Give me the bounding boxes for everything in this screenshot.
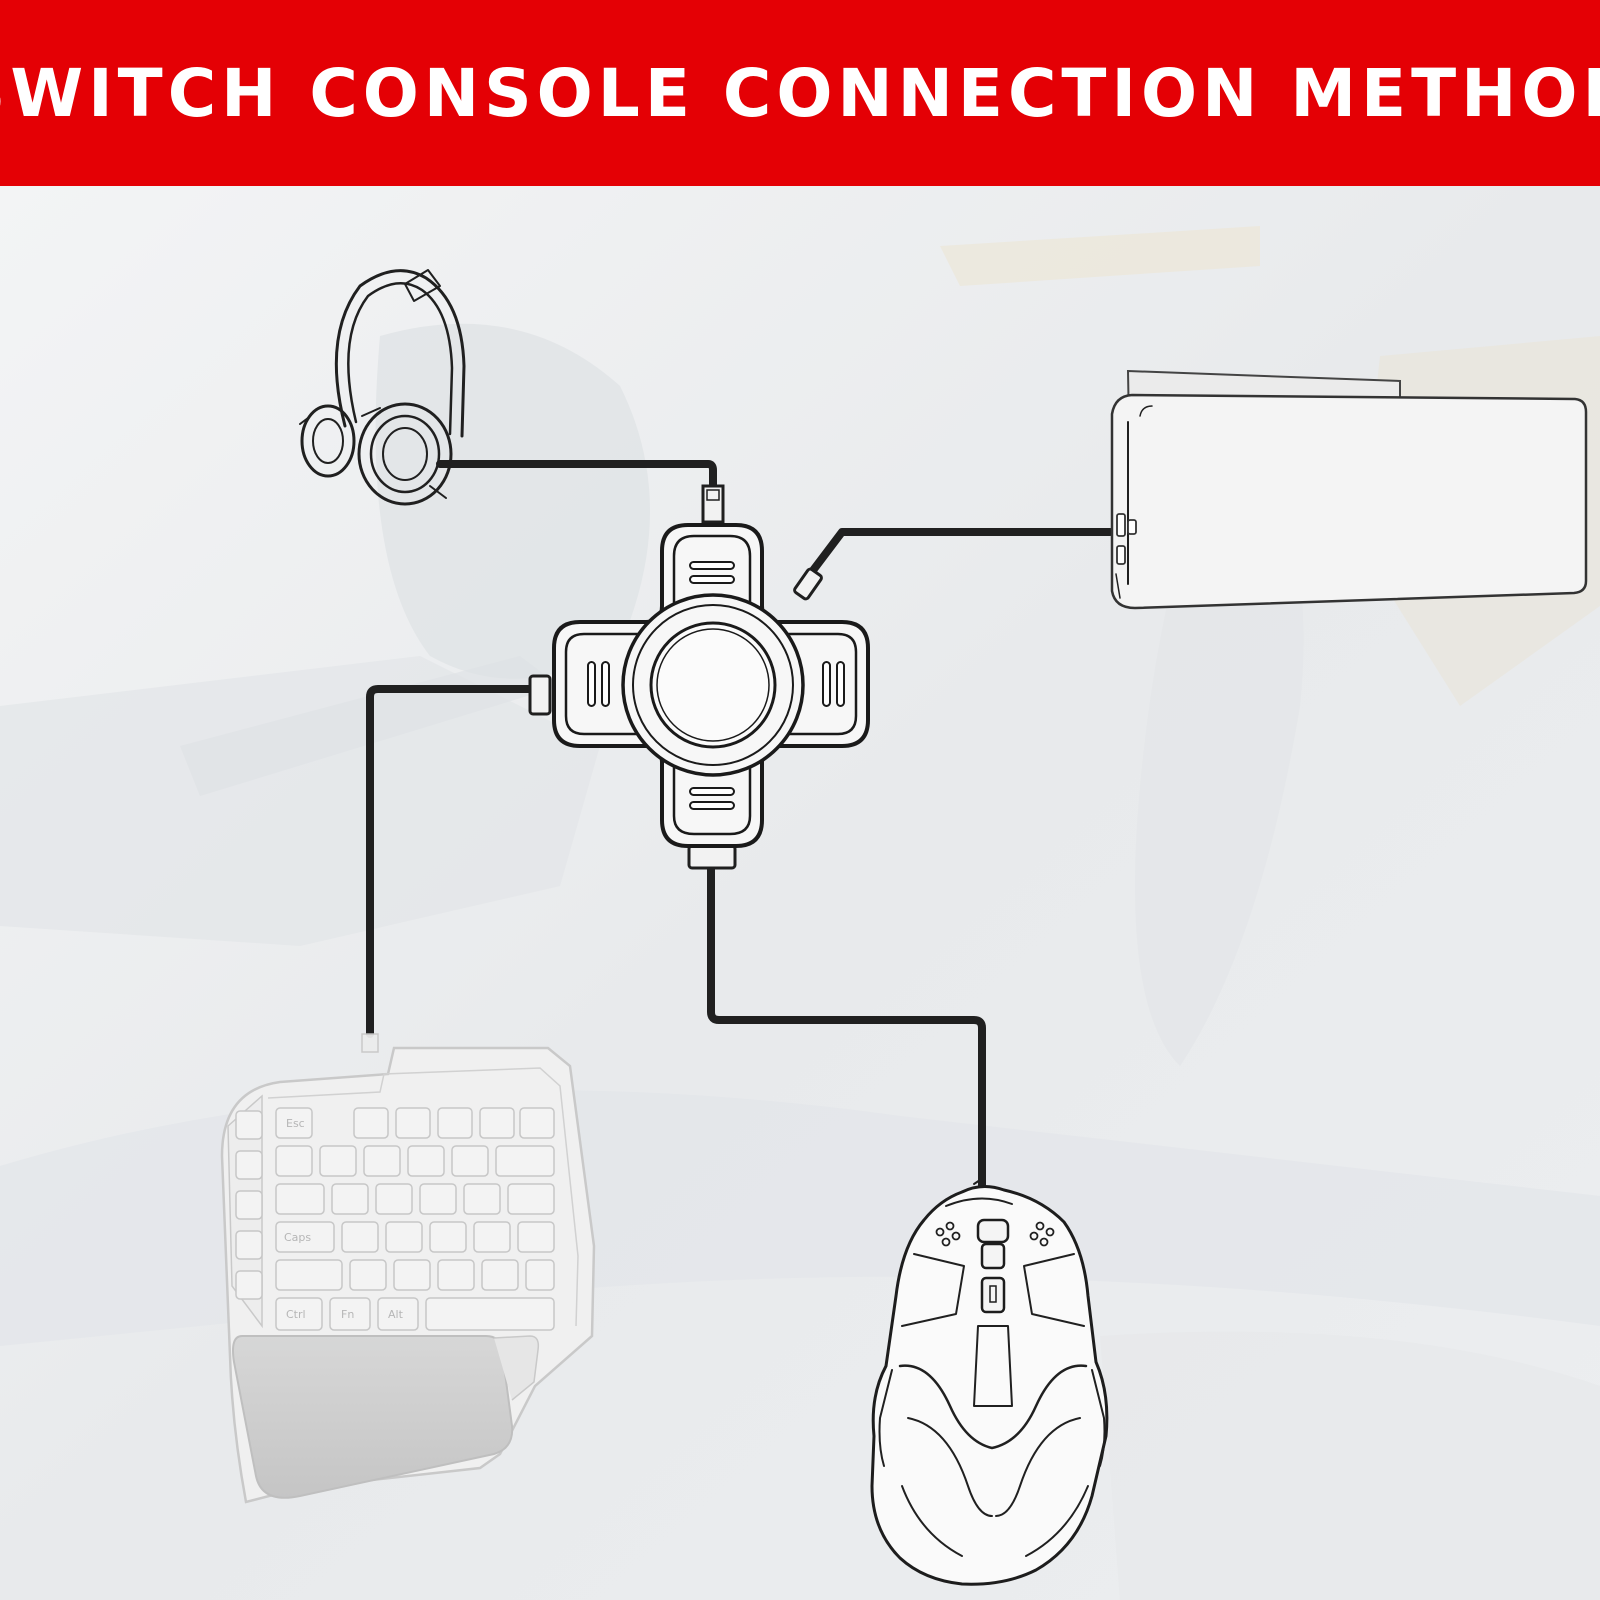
title-banner: SWITCH CONSOLE CONNECTION METHOD	[0, 0, 1600, 186]
keyboard-keys	[275, 1107, 555, 1331]
cables	[366, 460, 1114, 1190]
connection-diagram: Esc Caps Ctrl Fn Alt	[0, 186, 1600, 1600]
headset-icon	[299, 269, 466, 506]
four-port-converter-hub-icon	[528, 484, 870, 870]
key-alt: Alt	[388, 1308, 404, 1321]
one-handed-keyboard-icon: Esc Caps Ctrl Fn Alt	[220, 1033, 596, 1504]
key-fn: Fn	[341, 1308, 354, 1321]
switch-dock-icon	[1110, 369, 1588, 610]
key-ctrl: Ctrl	[286, 1308, 306, 1321]
gaming-mouse-icon	[870, 1179, 1109, 1586]
key-caps: Caps	[284, 1231, 311, 1244]
diagram-canvas: Esc Caps Ctrl Fn Alt	[0, 186, 1600, 1600]
banner-title: SWITCH CONSOLE CONNECTION METHOD	[0, 54, 1600, 132]
key-esc: Esc	[286, 1117, 305, 1130]
